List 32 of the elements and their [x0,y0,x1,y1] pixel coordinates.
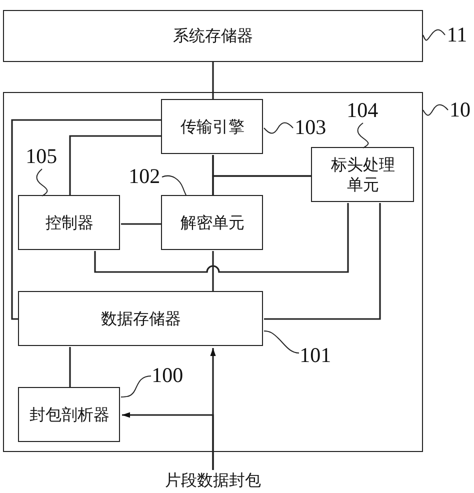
connector-line [69,347,71,388]
arrow [122,412,214,470]
leader-line [264,122,294,134]
connector-line [212,175,312,196]
leader-line [120,376,152,398]
process-box: 传输引擎 [161,99,264,154]
leader-line [264,330,300,354]
callout-number: 105 [26,146,58,166]
process-box: 解密单元 [161,195,264,250]
connector-line [264,203,381,320]
connector-line [121,223,162,225]
module-frame [3,92,423,452]
process-box: 控制器 [18,195,120,250]
connector-line [11,119,162,320]
input-label: 片段数据封包 [165,470,261,492]
callout-number: 101 [300,345,332,366]
process-box: 标头处理单元 [311,147,414,202]
connector-line [212,62,214,100]
connector-line [212,251,214,292]
connector-line [69,135,162,196]
callout-number: 10 [450,98,470,122]
process-box: 封包剖析器 [18,387,120,442]
connector-line [94,203,349,273]
storage-box: 数据存储器 [18,291,264,346]
callout-number: 104 [346,100,378,120]
storage-box: 系统存储器 [3,10,423,62]
callout-number: 100 [152,365,184,386]
callout-number: 11 [446,22,468,48]
callout-number: 102 [128,166,160,186]
callout-number: 103 [294,117,326,138]
leader-line [422,29,446,41]
leader-line [162,175,186,196]
